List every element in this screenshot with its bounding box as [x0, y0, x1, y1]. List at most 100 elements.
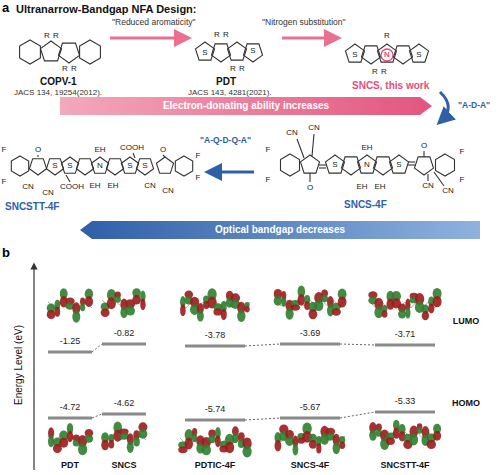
atom-label: F	[195, 152, 201, 160]
orbital-lobe	[197, 311, 204, 322]
atom-label: EH	[107, 182, 119, 190]
ring-bond	[244, 44, 263, 62]
atom-label: S	[416, 51, 422, 59]
orbital-lobe	[78, 443, 87, 455]
energy-value: -5.67	[300, 403, 321, 413]
ring-bond	[362, 46, 381, 64]
atom-label: S	[52, 162, 58, 170]
energy-axis	[33, 266, 34, 470]
atom-label: R	[53, 32, 60, 40]
orbital-lobe	[433, 431, 441, 441]
ring-bond	[410, 44, 429, 62]
orbital-lobe	[382, 310, 388, 318]
molecule-name: SNCS, this work	[352, 80, 429, 91]
arrow-band: Optical bandgap decreases	[80, 221, 480, 239]
molecule-name: PDT	[216, 76, 236, 87]
atom-label: CN	[286, 129, 299, 137]
atom-label: O	[420, 142, 427, 150]
orbital-lobe	[298, 294, 306, 306]
orbital-lobe	[386, 438, 395, 445]
design-note: "Reduced aromaticity"	[112, 18, 196, 27]
atom-label: N	[364, 161, 371, 169]
orbital-lobe	[293, 444, 299, 456]
atom-label: O	[159, 146, 166, 154]
energy-value: -4.62	[114, 399, 135, 409]
orbital-lobe	[275, 440, 282, 451]
atom-label: EH	[94, 146, 106, 154]
orbital-lobe	[274, 296, 282, 306]
ring-bond	[415, 157, 434, 175]
orbital-lobe	[225, 442, 234, 453]
atom-label: S	[352, 51, 358, 59]
ring-bond	[281, 154, 300, 176]
orbital-lobe	[333, 442, 340, 454]
band-text: Optical bandgap decreases	[80, 221, 480, 239]
energy-value: -4.72	[60, 403, 81, 413]
band-arrow	[80, 221, 480, 239]
orbital-lobe	[332, 308, 341, 316]
orbital-lobe	[133, 437, 140, 447]
atom-label: R	[239, 65, 246, 73]
atom-label: EH	[89, 182, 101, 190]
ring-bond	[61, 157, 78, 173]
molecule-name: SNCSTT-4F	[5, 201, 59, 212]
atom-label: F	[1, 146, 7, 154]
ring-bond	[121, 157, 138, 173]
bond-line	[66, 175, 70, 182]
energy-value: -3.69	[300, 329, 321, 339]
design-arrow	[110, 37, 186, 40]
ring-bond	[11, 156, 28, 176]
orbital-lobe	[422, 311, 429, 320]
atom-label: R	[372, 68, 379, 76]
orbital-lobe	[85, 296, 93, 307]
atom-label: CN	[442, 187, 455, 195]
orbital-lobe	[427, 440, 436, 449]
atom-label: CN	[22, 183, 35, 191]
orbital-lobe	[314, 300, 323, 311]
orbital-lobe	[232, 433, 239, 443]
design-arrow	[282, 37, 336, 40]
atom-label: CN	[42, 189, 55, 197]
orbital-lobe	[55, 307, 61, 317]
orbital-lobe	[80, 303, 85, 311]
orbital-lobe	[180, 304, 186, 316]
ring-bond	[175, 156, 192, 176]
orbital-lobe	[72, 311, 80, 323]
orbital-lobe	[47, 310, 56, 319]
orbital-lobe	[85, 435, 94, 443]
panel-letter: a	[2, 1, 9, 15]
atom-label: O	[34, 146, 41, 154]
ring-bond	[436, 154, 455, 176]
atom-label: F	[195, 174, 201, 182]
orbital-lobe	[291, 305, 300, 311]
orbital-lobe	[140, 299, 145, 311]
orbital-lobe	[115, 296, 121, 303]
atom-label: S	[250, 47, 256, 55]
atom-label: CN	[422, 182, 435, 190]
ring-bond	[20, 40, 41, 64]
molecule-name: SNCS-4F	[291, 461, 330, 471]
atom-label: F	[265, 146, 271, 154]
molecule-name: SNCS	[111, 461, 136, 471]
level-connector	[92, 344, 375, 420]
orbital-lobe	[309, 309, 318, 319]
bond-line	[319, 167, 326, 168]
reference: JACS 143, 4281(2021).	[188, 89, 272, 98]
bond-line	[427, 174, 428, 181]
orbital-lobe	[59, 438, 68, 448]
molecule-name: PDT	[61, 461, 79, 471]
atom-label: CN	[144, 182, 157, 190]
orbital-lobe	[132, 295, 141, 305]
bond-line	[309, 173, 310, 182]
atom-label: R	[223, 31, 230, 39]
ring-bond	[106, 159, 123, 175]
band-arrow	[60, 97, 432, 115]
orbital-label: HOMO	[452, 399, 480, 409]
orbital-lobe	[109, 440, 115, 449]
atom-label: EH	[356, 183, 368, 191]
atom-label: S	[202, 49, 208, 57]
bond-line	[319, 164, 326, 165]
bond-line	[423, 151, 424, 157]
atom-label: CN	[162, 187, 175, 195]
atom-label: R	[381, 68, 388, 76]
